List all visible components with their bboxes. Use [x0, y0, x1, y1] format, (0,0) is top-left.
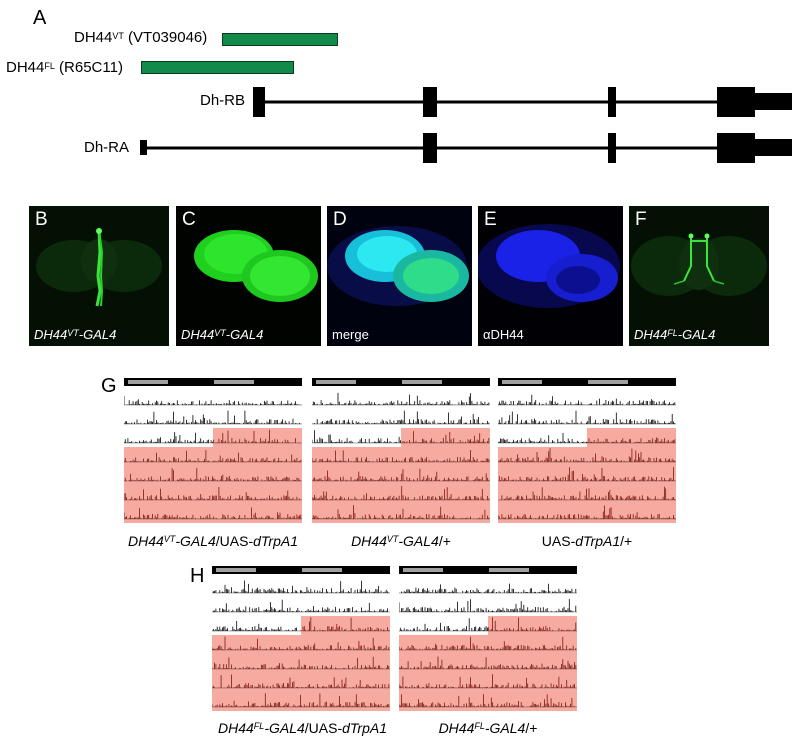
image-panel-b: B DH44VT-GAL4	[29, 206, 169, 346]
exon	[253, 87, 265, 117]
image-panel-f: F DH44FL-GAL4	[629, 206, 769, 346]
heat-shading	[399, 616, 577, 711]
utr	[754, 139, 792, 156]
light-dark-bar	[399, 566, 577, 574]
light-phase	[302, 568, 342, 572]
transcript-rb-label: Dh-RB	[200, 92, 246, 109]
light-phase	[402, 380, 442, 384]
caption-b: DH44VT-GAL4	[34, 327, 117, 342]
light-phase	[588, 380, 628, 384]
caption-e: αDH44	[483, 327, 524, 342]
exon	[140, 140, 147, 155]
antibody-image	[478, 224, 620, 308]
brain-image	[36, 228, 162, 307]
panel-label-h: H	[190, 565, 205, 587]
light-dark-bar	[312, 378, 490, 386]
actogram-g2	[312, 378, 490, 523]
light-dark-bar	[498, 378, 676, 386]
panel-label-g: G	[101, 375, 117, 397]
panel-label-e: E	[484, 209, 497, 230]
panel-label-c: C	[182, 209, 196, 230]
panel-label-b: B	[35, 209, 48, 230]
driver-vt-bar	[222, 33, 338, 46]
actogram-h1	[212, 566, 390, 711]
exon	[423, 133, 437, 163]
driver-fl-label: DH44FL (R65C11)	[6, 59, 123, 76]
brain-image	[631, 233, 767, 296]
panel-label-a: A	[33, 7, 47, 29]
heat-shading	[498, 428, 676, 523]
heat-shading	[212, 616, 390, 711]
utr	[754, 93, 792, 110]
exon	[608, 133, 616, 163]
light-phase	[214, 380, 254, 384]
image-panel-c: C DH44VT-GAL4	[176, 206, 321, 346]
caption-f: DH44FL-GAL4	[634, 327, 716, 342]
exon	[608, 87, 616, 117]
exon	[423, 87, 437, 117]
exon	[717, 133, 755, 163]
transcript-ra-label: Dh-RA	[84, 139, 130, 156]
light-phase	[216, 568, 256, 572]
light-phase	[316, 380, 356, 384]
actogram-h1-caption: DH44FL-GAL4/UAS-dTrpA1	[218, 720, 387, 736]
light-dark-bar	[212, 566, 390, 574]
actogram-g1	[124, 378, 302, 523]
transcript-rb-diagram	[253, 87, 792, 117]
panel-label-f: F	[635, 209, 647, 230]
light-dark-bar	[124, 378, 302, 386]
image-panel-d: D merge	[327, 206, 472, 346]
actogram-g2-caption: DH44VT-GAL4/+	[351, 533, 451, 549]
caption-d: merge	[332, 327, 369, 342]
exon	[717, 87, 755, 117]
merge-image	[327, 226, 469, 306]
actogram-h2-caption: DH44FL-GAL4/+	[438, 720, 538, 736]
light-phase	[403, 568, 443, 572]
light-phase	[489, 568, 529, 572]
actogram-g3	[498, 378, 676, 523]
driver-vt-label: DH44VT (VT039046)	[74, 29, 208, 46]
actogram-g3-caption: UAS-dTrpA1/+	[541, 533, 633, 549]
light-phase	[502, 380, 542, 384]
light-phase	[128, 380, 168, 384]
driver-fl-bar	[141, 61, 294, 74]
caption-c: DH44VT-GAL4	[181, 327, 264, 342]
cell-body-image	[194, 230, 318, 302]
transcript-ra-diagram	[140, 133, 792, 163]
panel-label-d: D	[333, 209, 347, 230]
heat-shading	[312, 428, 490, 523]
heat-shading	[124, 428, 302, 523]
actogram-h2	[399, 566, 577, 711]
image-panel-e: E αDH44	[478, 206, 623, 346]
actogram-g1-caption: DH44VT-GAL4/UAS-dTrpA1	[128, 533, 298, 549]
